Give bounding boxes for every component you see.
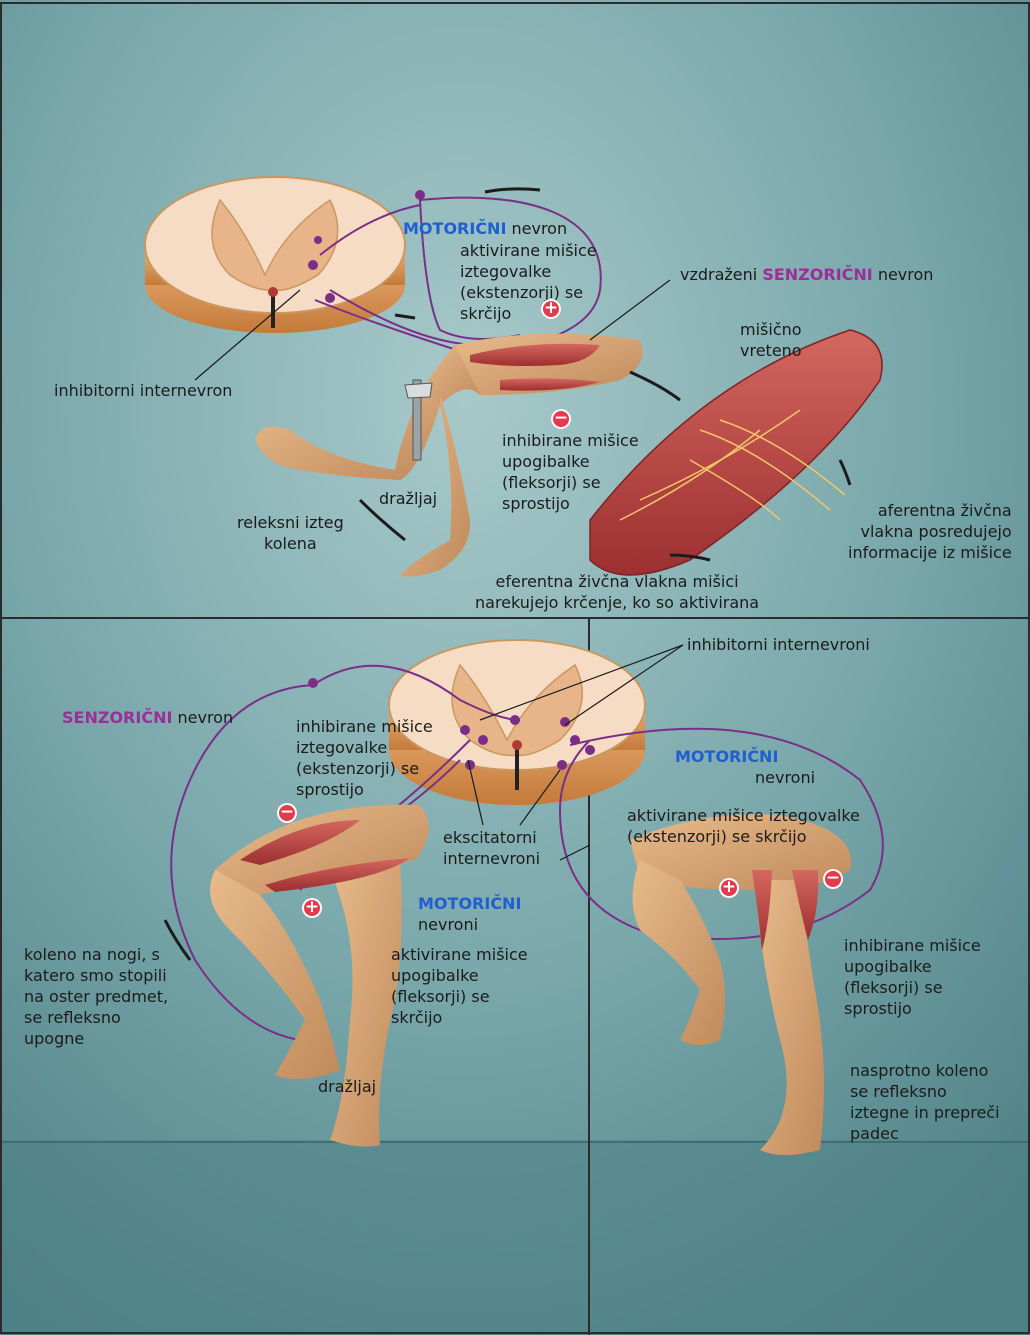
- bottom-left-motor-neurons-label: MOTORIČNI nevroni: [418, 893, 521, 935]
- label-line: releksni izteg: [237, 512, 344, 533]
- label-line: inhibirane mišice: [844, 935, 981, 956]
- label-line: iztegovalke: [296, 737, 433, 758]
- label-line: skrčijo: [391, 1007, 528, 1028]
- label-line: katero smo stopili: [24, 965, 168, 986]
- minus-sign-icon: −: [823, 869, 843, 889]
- minus-sign-icon: −: [277, 803, 297, 823]
- label-line: upogibalke: [502, 451, 639, 472]
- label-line: aferentna živčna: [848, 500, 1012, 521]
- label-line: (fleksorji) se: [391, 986, 528, 1007]
- bottom-sensory-neuron-label: SENZORIČNI nevron: [62, 707, 233, 728]
- label-line: aktivirane mišice iztegovalke: [627, 805, 860, 826]
- label-line: vlakna posredujejo: [848, 521, 1012, 542]
- label-line: sprostijo: [502, 493, 639, 514]
- bottom-inhibited-flexors-label: inhibirane mišice upogibalke (fleksorji)…: [844, 935, 981, 1019]
- top-sensory-rest: nevron: [873, 265, 934, 284]
- label-line: upogibalke: [391, 965, 528, 986]
- label-line: (fleksorji) se: [502, 472, 639, 493]
- reflex-extension-label: releksni izteg kolena: [237, 512, 344, 554]
- label-line: padec: [850, 1123, 1000, 1144]
- bottom-right-motor-neurons-label: MOTORIČNI nevroni: [675, 746, 815, 788]
- label-line: (ekstenzorji) se: [296, 758, 433, 779]
- label-line: inhibirane mišice: [296, 716, 433, 737]
- label-line: vreteno: [740, 340, 802, 361]
- sensory-cell-body-top: [415, 190, 425, 200]
- label-line: sprostijo: [844, 998, 981, 1019]
- efferent-fibers-label: eferentna živčna vlakna mišici narekujej…: [475, 571, 759, 613]
- label-line: (ekstenzorji) se skrčijo: [627, 826, 860, 847]
- sensory-cell-body-bottom: [308, 678, 318, 688]
- label-line: internevroni: [443, 848, 540, 869]
- label-line: nasprotno koleno: [850, 1060, 1000, 1081]
- label-line: iztegne in prepreči: [850, 1102, 1000, 1123]
- inhibitory-interneurons-label: inhibitorni internevroni: [687, 634, 870, 655]
- label-line: aktivirane mišice: [391, 944, 528, 965]
- label-line: sprostijo: [296, 779, 433, 800]
- label-line: skrčijo: [460, 303, 597, 324]
- label-line: aktivirane mišice: [460, 240, 597, 261]
- excitatory-interneurons-label: ekscitatorni internevroni: [443, 827, 540, 869]
- top-sensory-neuron-label: vzdraženi SENZORIČNI nevron: [680, 264, 933, 285]
- plus-sign-icon: +: [302, 898, 322, 918]
- label-line: se refleksno: [24, 1007, 168, 1028]
- top-motor-neuron-rest: nevron: [506, 219, 567, 238]
- label-line: inhibirane mišice: [502, 430, 639, 451]
- plus-sign-icon: +: [719, 878, 739, 898]
- label-line: informacije iz mišice: [848, 542, 1012, 563]
- label-line: ekscitatorni: [443, 827, 540, 848]
- bottom-stimulus-label: dražljaj: [318, 1076, 376, 1097]
- bottom-right-motor-title: MOTORIČNI: [675, 746, 815, 767]
- top-motor-neuron-label: MOTORIČNI nevron: [403, 218, 567, 239]
- opposite-knee-label: nasprotno koleno se refleksno iztegne in…: [850, 1060, 1000, 1144]
- label-line: upogne: [24, 1028, 168, 1049]
- afferent-fibers-label: aferentna živčna vlakna posredujejo info…: [848, 500, 1012, 563]
- label-line: upogibalke: [844, 956, 981, 977]
- label-line: (ekstenzorji) se: [460, 282, 597, 303]
- top-sensory-neuron-title: SENZORIČNI: [762, 265, 872, 284]
- label-line: narekujejo krčenje, ko so aktivirana: [475, 592, 759, 613]
- top-inhibited-flexors-label: inhibirane mišice upogibalke (fleksorji)…: [502, 430, 639, 514]
- top-stimulus-label: dražljaj: [379, 488, 437, 509]
- bottom-inhibited-extensors-label: inhibirane mišice iztegovalke (ekstenzor…: [296, 716, 433, 800]
- bottom-activated-flexors-label: aktivirane mišice upogibalke (fleksorji)…: [391, 944, 528, 1028]
- bottom-right-motor-rest: nevroni: [675, 767, 815, 788]
- bottom-left-motor-title: MOTORIČNI: [418, 893, 521, 914]
- minus-sign-icon: −: [551, 409, 571, 429]
- label-line: se refleksno: [850, 1081, 1000, 1102]
- label-line: mišično: [740, 319, 802, 340]
- bottom-activated-extensors-label: aktivirane mišice iztegovalke (ekstenzor…: [627, 805, 860, 847]
- label-line: na oster predmet,: [24, 986, 168, 1007]
- bottom-left-motor-rest: nevroni: [418, 914, 521, 935]
- label-line: kolena: [237, 533, 344, 554]
- label-line: koleno na nogi, s: [24, 944, 168, 965]
- bottom-sensory-neuron-rest: nevron: [172, 708, 233, 727]
- label-line: (fleksorji) se: [844, 977, 981, 998]
- top-inhibitory-interneuron-label: inhibitorni internevron: [54, 380, 232, 401]
- muscle-spindle-label: mišično vreteno: [740, 319, 802, 361]
- knee-bends-label: koleno na nogi, s katero smo stopili na …: [24, 944, 168, 1049]
- top-sensory-prefix: vzdraženi: [680, 265, 762, 284]
- top-motor-neuron-title: MOTORIČNI: [403, 219, 506, 238]
- top-activated-extensors-label: aktivirane mišice iztegovalke (ekstenzor…: [460, 240, 597, 324]
- label-line: eferentna živčna vlakna mišici: [475, 571, 759, 592]
- plus-sign-icon: +: [541, 299, 561, 319]
- bottom-sensory-neuron-title: SENZORIČNI: [62, 708, 172, 727]
- label-line: iztegovalke: [460, 261, 597, 282]
